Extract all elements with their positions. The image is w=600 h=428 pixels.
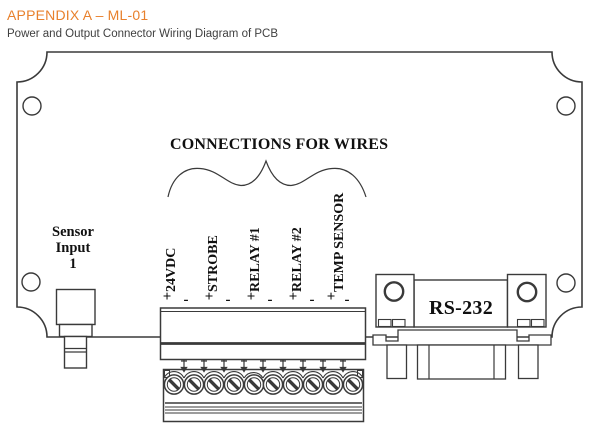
sensor-input-line-3: 1 — [69, 256, 77, 272]
connections-for-wires-label: CONNECTIONS FOR WIRES — [170, 136, 389, 153]
terminal-label-temp-sensor: TEMP SENSOR — [332, 192, 347, 292]
plus-sign-relay-2: + — [288, 289, 298, 305]
plus-sign-strobe: + — [204, 289, 214, 305]
minus-sign-temp-sensor: - — [344, 292, 350, 308]
minus-sign-relay-2: - — [309, 292, 315, 308]
rs232-connector — [372, 273, 552, 380]
terminal-label-relay-2: RELAY #2 — [290, 227, 305, 292]
mounting-hole-bottom-left — [21, 272, 41, 292]
rs232-label: RS-232 — [428, 297, 494, 319]
page-subtitle: Power and Output Connector Wiring Diagra… — [7, 28, 279, 40]
sensor-input-connector — [55, 288, 96, 369]
sensor-input-line-2: Input — [55, 240, 91, 256]
minus-sign-24vdc: - — [183, 292, 189, 308]
plus-sign-24vdc: + — [162, 289, 172, 305]
wires-brace — [167, 159, 367, 198]
terminal-base — [165, 402, 362, 414]
sensor-input-label: Sensor Input 1 — [33, 224, 113, 272]
minus-sign-relay-1: - — [267, 292, 273, 308]
terminal-screws — [163, 374, 364, 395]
mounting-hole-top-left — [22, 96, 42, 116]
mounting-hole-top-right — [556, 96, 576, 116]
rs232-flange — [372, 329, 552, 346]
rs232-screw-hole-right — [516, 281, 538, 303]
minus-sign-strobe: - — [225, 292, 231, 308]
terminal-block — [159, 307, 367, 423]
board-outline — [16, 51, 583, 338]
mounting-hole-bottom-right — [556, 273, 576, 293]
plus-sign-temp-sensor: + — [326, 289, 336, 305]
rs232-screw-hole-left — [383, 281, 405, 302]
sensor-input-line-1: Sensor — [52, 224, 94, 240]
terminal-label-strobe: STROBE — [206, 235, 221, 292]
screw-sockets — [163, 370, 364, 379]
wire-pins — [180, 360, 347, 373]
terminal-label-24vdc: 24VDC — [164, 247, 179, 292]
plus-sign-relay-1: + — [246, 289, 256, 305]
page-title: APPENDIX A – ML-01 — [7, 7, 149, 23]
terminal-label-relay-1: RELAY #1 — [248, 227, 263, 292]
